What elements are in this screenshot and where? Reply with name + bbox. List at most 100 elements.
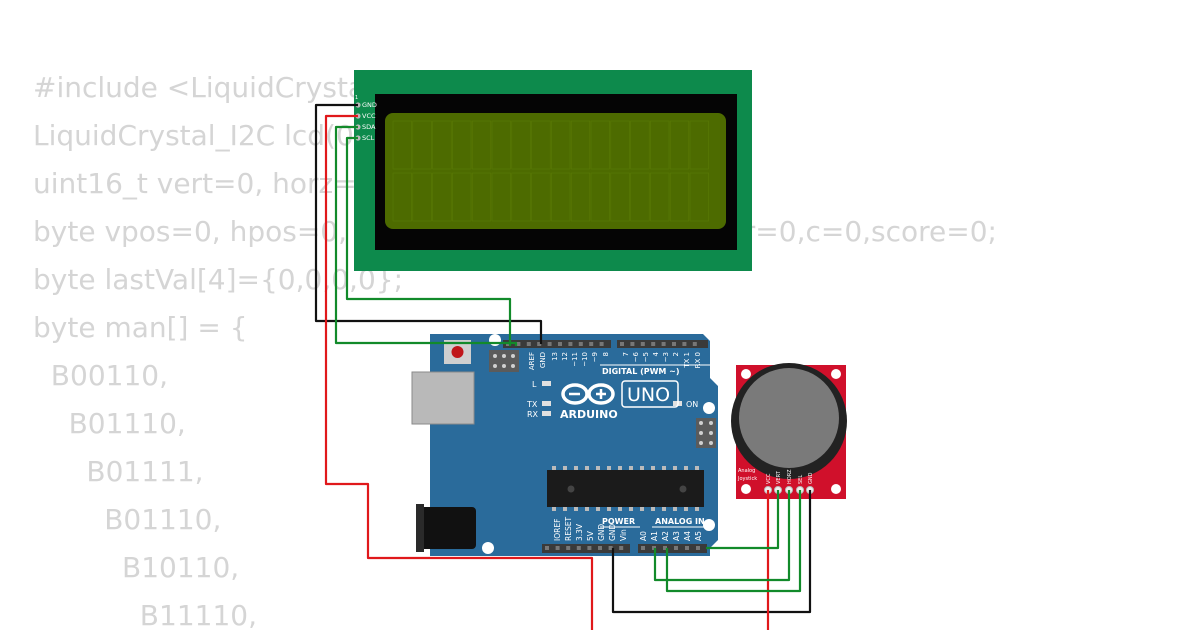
power-pin-label: RESET: [564, 517, 573, 541]
lcd-cell: [452, 120, 472, 170]
wire-lcd-vcc[interactable]: [324, 114, 594, 630]
header-pin[interactable]: [576, 546, 581, 550]
pin-label: GND: [539, 352, 547, 368]
joystick-pin-label: HORZ: [787, 469, 793, 484]
lcd-cell: [650, 120, 670, 170]
pin-label: ~5: [642, 352, 650, 362]
led-on-label: ON: [686, 400, 698, 409]
header-pin[interactable]: [587, 546, 592, 550]
header-pin[interactable]: [663, 546, 667, 550]
header-pin[interactable]: [692, 342, 697, 346]
wire-joystick-gnd[interactable]: [611, 490, 812, 614]
joystick-pin-label: SEL: [798, 475, 804, 484]
code-line: B10110,: [33, 551, 240, 584]
reset-button-cap[interactable]: [451, 346, 464, 358]
header-pin[interactable]: [568, 342, 573, 346]
header-pin[interactable]: [661, 342, 666, 346]
arduino-model: UNO: [627, 384, 670, 406]
chip-leg: [673, 466, 677, 470]
wire-joystick-sel[interactable]: [665, 490, 802, 593]
header-pin[interactable]: [516, 342, 521, 346]
header-pin[interactable]: [696, 546, 700, 550]
header-pin[interactable]: [630, 342, 635, 346]
chip-dot: [567, 485, 575, 493]
digital-pwm-label: DIGITAL (PWM ~): [602, 367, 680, 376]
power-pin-header[interactable]: [542, 544, 630, 553]
chip-leg: [552, 507, 556, 511]
joystick-label-line2: Joystick: [737, 476, 757, 482]
header-pin[interactable]: [555, 546, 560, 550]
power-pin-label: IOREF: [553, 519, 562, 541]
header-pin[interactable]: [545, 546, 549, 550]
header-pin[interactable]: [674, 546, 678, 550]
header-pin[interactable]: [558, 342, 562, 346]
header-pin[interactable]: [682, 342, 687, 346]
wire-lcd-sda[interactable]: [334, 125, 518, 346]
header-pin[interactable]: [566, 546, 571, 550]
pin-label: 8: [602, 352, 610, 356]
joystick-knob[interactable]: [739, 368, 839, 468]
pin-label: ~3: [662, 352, 670, 362]
pin-label: 7: [622, 352, 630, 356]
header-pin[interactable]: [547, 342, 552, 346]
header-pin[interactable]: [685, 546, 689, 550]
chip-dot: [679, 485, 687, 493]
mount-hole: [703, 402, 715, 414]
code-line: B01110,: [33, 407, 186, 440]
header-pin[interactable]: [608, 546, 613, 550]
lcd-cell: [590, 120, 610, 170]
lcd-cell: [570, 120, 591, 170]
wire-lcd-scl[interactable]: [345, 136, 512, 346]
code-line: B00110,: [33, 359, 168, 392]
analog-pin-header[interactable]: [638, 544, 707, 553]
header-pin[interactable]: [598, 546, 602, 550]
header-pin[interactable]: [526, 342, 531, 346]
digital-pin-header[interactable]: [503, 340, 708, 348]
header-pin[interactable]: [599, 342, 604, 346]
header-pin[interactable]: [589, 342, 594, 346]
lcd-cell: [471, 120, 492, 170]
arduino-brand: ARDUINO: [560, 408, 618, 421]
lcd-cell: [491, 172, 511, 222]
header-pin[interactable]: [578, 342, 583, 346]
header-pin[interactable]: [537, 342, 542, 346]
header-pin[interactable]: [620, 342, 624, 346]
lcd-cell: [511, 172, 531, 222]
lcd-pin-label-gnd: GND: [362, 101, 377, 109]
joystick-pin-label: GND: [808, 472, 814, 484]
wire-joystick-vert[interactable]: [706, 490, 780, 550]
header-pin[interactable]: [640, 342, 645, 346]
header-pin[interactable]: [651, 342, 656, 346]
header-pin[interactable]: [672, 342, 676, 346]
wires[interactable]: [314, 103, 812, 630]
wire-joystick-horz[interactable]: [653, 490, 791, 582]
chip-leg: [695, 466, 699, 470]
lcd-cell: [650, 172, 670, 222]
lcd-cell: [610, 120, 630, 170]
analog-pin-label: A0: [639, 531, 648, 541]
lcd-display[interactable]: 1 GND VCC SDA SCL: [354, 70, 752, 271]
pin-label: ~9: [591, 352, 599, 362]
chip-leg: [673, 507, 677, 511]
header-pin[interactable]: [619, 546, 624, 550]
chip-pins: [552, 466, 699, 511]
power-pin-label: Vin: [619, 529, 628, 541]
chip-leg: [640, 507, 644, 511]
analog-pin-label: A5: [694, 531, 703, 541]
lcd-cell: [432, 172, 452, 222]
lcd-cell: [551, 172, 571, 222]
lcd-cell: [531, 172, 551, 222]
icsp-header-right: [696, 418, 716, 448]
header-pin[interactable]: [641, 546, 645, 550]
wire-lcd-gnd[interactable]: [314, 103, 543, 344]
lcd-cell: [511, 120, 531, 170]
lcd-pin-number: 1: [355, 95, 358, 101]
chip-leg: [695, 507, 699, 511]
lcd-cell: [432, 120, 452, 170]
pin-label: 12: [561, 352, 569, 361]
lcd-cell: [551, 120, 571, 170]
